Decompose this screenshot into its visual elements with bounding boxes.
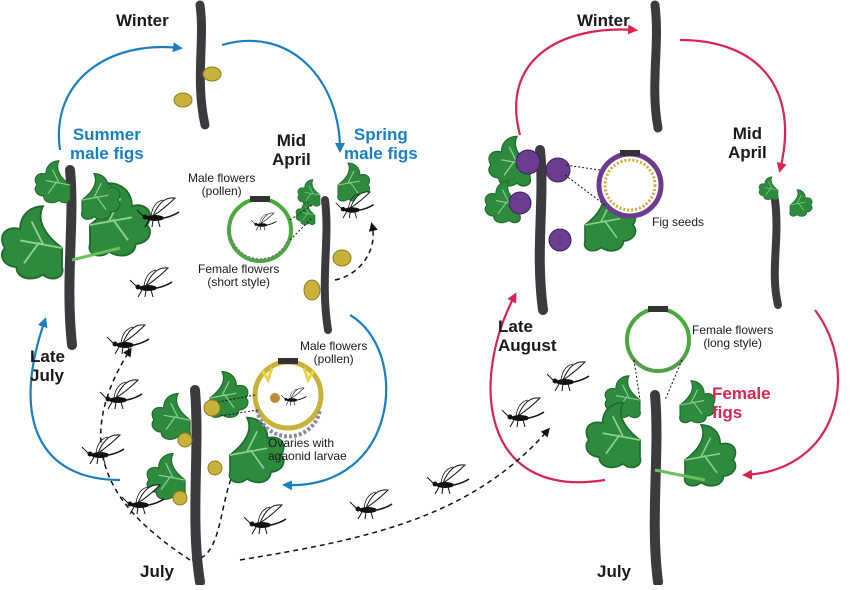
arrow-summer-to-winter xyxy=(57,42,183,151)
label-spring-male-figs: Spring male figs xyxy=(344,125,418,163)
fig-fruit-icon xyxy=(545,157,571,183)
branch-winter-male xyxy=(195,0,210,130)
label-spring-male-flowers: Male flowers (pollen) xyxy=(188,171,256,199)
fig-wasp-icon xyxy=(99,379,143,410)
label-july-male: July xyxy=(140,562,175,581)
label-late-july: Late July xyxy=(30,347,65,385)
arrow-red-april-to-july xyxy=(742,309,840,480)
fig-leaf-icon xyxy=(0,205,64,280)
branch-spring-male xyxy=(320,196,332,334)
fig-wasp-icon xyxy=(349,489,393,520)
label-spring-female-flowers: Female flowers (short style) xyxy=(198,262,280,290)
branch-winter-female xyxy=(650,0,663,133)
fig-fruit-icon xyxy=(515,149,541,175)
fig-fruit-icon xyxy=(207,460,223,476)
fig-wasp-icon xyxy=(426,464,470,495)
branch-april-female xyxy=(770,196,782,309)
fig-seeds-cross-section-icon xyxy=(564,150,664,219)
branch-summer-male xyxy=(64,165,77,350)
fig-fruit-icon xyxy=(508,191,532,215)
label-mid-april-female: Mid April xyxy=(728,124,767,162)
label-late-august: Late August xyxy=(498,317,557,355)
fig-leaf-icon xyxy=(758,176,779,200)
arrow-red-july-to-august xyxy=(489,292,606,484)
fig-wasp-icon xyxy=(106,324,150,355)
female-long-style-cross-section-icon xyxy=(625,306,691,401)
summer-fig-cross-section-icon xyxy=(217,358,324,439)
fig-leaf-icon xyxy=(789,189,813,217)
label-winter-male: Winter xyxy=(116,11,169,30)
label-ovaries-larvae: Ovaries with agaonid larvae xyxy=(268,436,347,464)
fig-fruit-icon xyxy=(548,228,572,252)
branch-august-female xyxy=(534,145,548,315)
branch-july-male xyxy=(190,385,205,587)
label-female-flowers-long-style: Female flowers (long style) xyxy=(692,323,774,351)
fig-fruit-icon xyxy=(202,66,222,82)
label-july-female: July xyxy=(597,562,632,581)
label-summer-male-flowers: Male flowers (pollen) xyxy=(300,339,368,367)
label-summer-male-figs: Summer male figs xyxy=(70,125,144,163)
label-mid-april-male: Mid April xyxy=(272,131,311,169)
fig-leaf-icon xyxy=(34,160,71,204)
label-winter-female: Winter xyxy=(577,11,630,30)
branch-july-female xyxy=(649,390,663,587)
fig-wasp-icon xyxy=(243,504,287,535)
fig-fruit-icon xyxy=(303,279,321,301)
arrow-red-winter-to-april xyxy=(679,38,787,173)
arrow-spring-to-july xyxy=(282,314,388,491)
label-fig-seeds: Fig seeds xyxy=(652,215,705,229)
fig-fruit-icon xyxy=(203,399,221,417)
fig-wasp-icon xyxy=(501,397,545,428)
fig-fruit-icon xyxy=(332,249,352,267)
label-female-figs: Female figs xyxy=(712,384,771,422)
fig-wasp-icon xyxy=(129,267,173,298)
arrow-red-august-to-winter xyxy=(515,24,638,136)
arrow-july-to-summer xyxy=(29,317,121,482)
fig-wasp-icon xyxy=(546,361,590,392)
arrow-winter-to-spring xyxy=(221,39,345,153)
fig-fruit-icon xyxy=(173,92,193,108)
fig-fruit-icon xyxy=(172,490,188,506)
fig-fruit-icon xyxy=(177,432,193,448)
spring-fig-cross-section-icon xyxy=(227,196,313,263)
fig-leaf-icon xyxy=(151,393,191,440)
fig-leaf-icon xyxy=(679,380,716,424)
